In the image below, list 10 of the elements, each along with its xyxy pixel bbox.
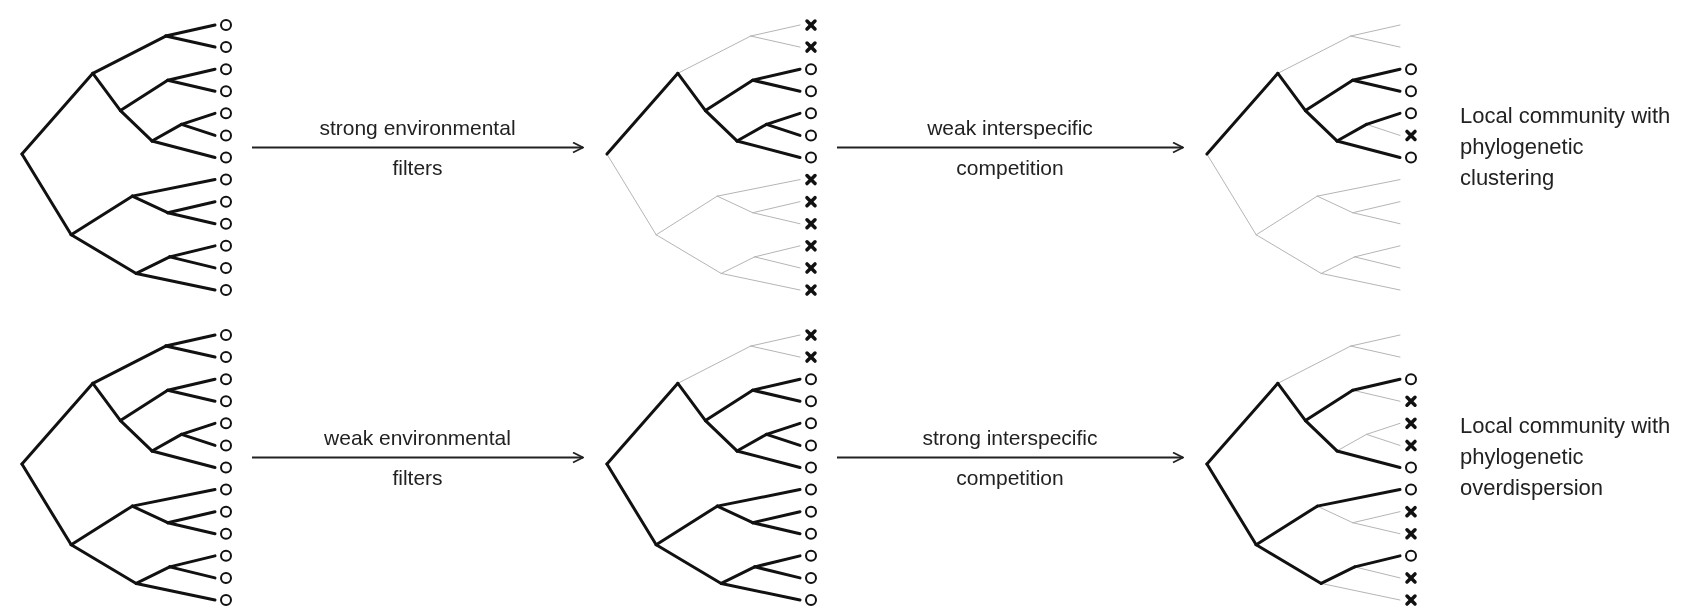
edge-label: strong environmental filters bbox=[318, 114, 517, 181]
arrow bbox=[836, 141, 1184, 154]
arrow bbox=[251, 141, 584, 154]
caption-text: Local community with phylogenetic clustering bbox=[1460, 101, 1672, 192]
edge-label: weak interspecific competition bbox=[926, 114, 1094, 181]
arrow bbox=[251, 451, 584, 464]
edge-label: weak environmental filters bbox=[323, 424, 512, 491]
caption-text: Local community with phylogenetic overdispersion bbox=[1460, 411, 1672, 502]
edge-label: strong interspecific competition bbox=[921, 424, 1099, 491]
arrow bbox=[836, 451, 1184, 464]
